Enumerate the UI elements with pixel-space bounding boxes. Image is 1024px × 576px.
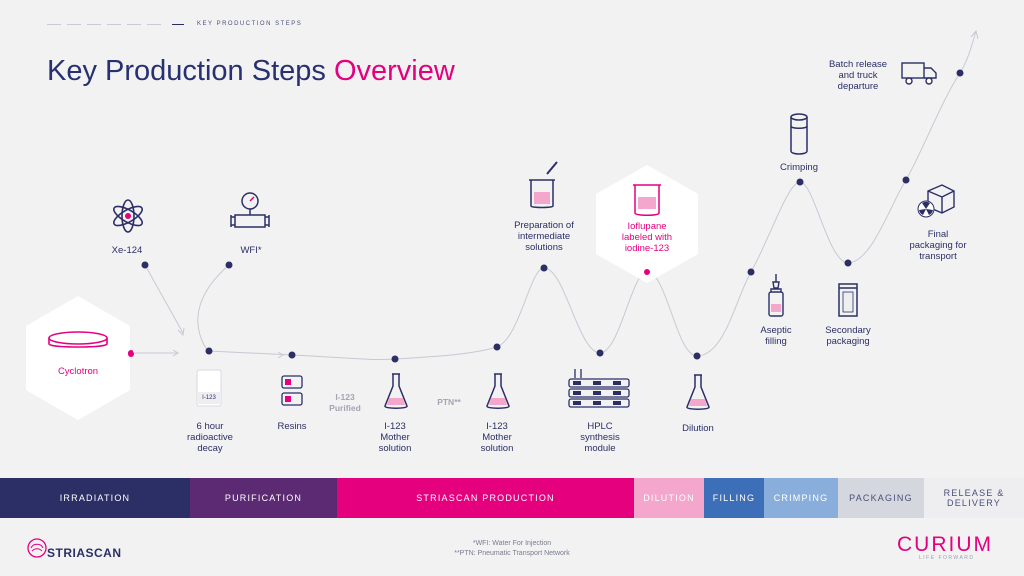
flow-arrow-top (970, 29, 979, 40)
phase-purification: PURIFICATION (190, 478, 337, 518)
label-wfi: WFI* (240, 245, 262, 256)
pressure-gauge-icon (230, 192, 270, 228)
flow-arrow-xe (177, 327, 185, 337)
flask-icon (384, 373, 408, 409)
box-icon (838, 283, 858, 317)
footnotes: *WFI: Water For Injection**PTN: Pneumati… (454, 540, 570, 557)
node-dilution (693, 352, 701, 360)
flask-icon-3 (686, 374, 710, 410)
syringe-vial-icon (768, 274, 784, 317)
header-divider (47, 24, 165, 25)
flow-arrow-cyc (172, 349, 179, 357)
ioflupane-dot (644, 269, 650, 275)
header-accent (172, 24, 184, 25)
phase-crimping: CRIMPING (764, 478, 838, 518)
phase-irradiation: IRRADIATION (0, 478, 190, 518)
radioactive-box-icon (917, 184, 955, 218)
label-cyclotron: Cyclotron (57, 366, 99, 377)
node-resins (288, 351, 296, 359)
label-resins: Resins (277, 421, 307, 432)
truck-icon (901, 62, 937, 85)
vial-icon (196, 369, 222, 407)
node-decay (205, 347, 213, 355)
label-crimping: Crimping (779, 162, 818, 173)
resin-cartridges-icon (281, 375, 303, 406)
flow-line-xe (144, 264, 184, 334)
node-final (902, 176, 910, 184)
eyebrow-label: KEY PRODUCTION STEPS (197, 21, 303, 27)
phase-dilution: DILUTION (634, 478, 704, 518)
hplc-module-icon (568, 369, 630, 408)
brain-logo-icon (27, 538, 47, 558)
label-xe124: Xe-124 (111, 245, 143, 256)
ioflupane-hexagon (596, 165, 698, 283)
curium-logo: CURIUM (897, 533, 993, 556)
node-mother1 (391, 355, 399, 363)
crimped-vial-icon (790, 113, 808, 155)
phase-packaging: PACKAGING (838, 478, 924, 518)
label-ptn: PTN** (437, 397, 461, 407)
phase-filling: FILLING (704, 478, 764, 518)
node-intermediate (540, 264, 548, 272)
flow-line-wfi (197, 264, 230, 351)
flask-icon-2 (486, 373, 510, 409)
process-flow (131, 29, 979, 363)
node-aseptic (747, 268, 755, 276)
striascan-logo: STRIASCAN (47, 546, 122, 560)
node-hplc (596, 349, 604, 357)
beaker-pipette-icon (529, 161, 558, 209)
page-title: Key Production Steps Overview (47, 55, 455, 87)
beaker-pink-icon (633, 184, 661, 216)
node-mother2 (493, 343, 501, 351)
node-xe124 (141, 261, 149, 269)
phase-release-delivery: RELEASE & DELIVERY (924, 478, 1024, 518)
phase-striascan-production: STRIASCAN PRODUCTION (337, 478, 634, 518)
node-wfi (225, 261, 233, 269)
vial-badge: I-123 (202, 395, 216, 401)
node-crimping (796, 178, 804, 186)
cyclotron-hexagon (26, 296, 133, 420)
node-secondary (844, 259, 852, 267)
curium-tagline: LIFE FORWARD (919, 555, 975, 561)
node-batch (956, 69, 964, 77)
atom-icon (113, 199, 143, 233)
cyclotron-output-dot (128, 351, 134, 357)
flow-arrow-resin (277, 351, 284, 359)
label-dilution: Dilution (682, 423, 714, 434)
